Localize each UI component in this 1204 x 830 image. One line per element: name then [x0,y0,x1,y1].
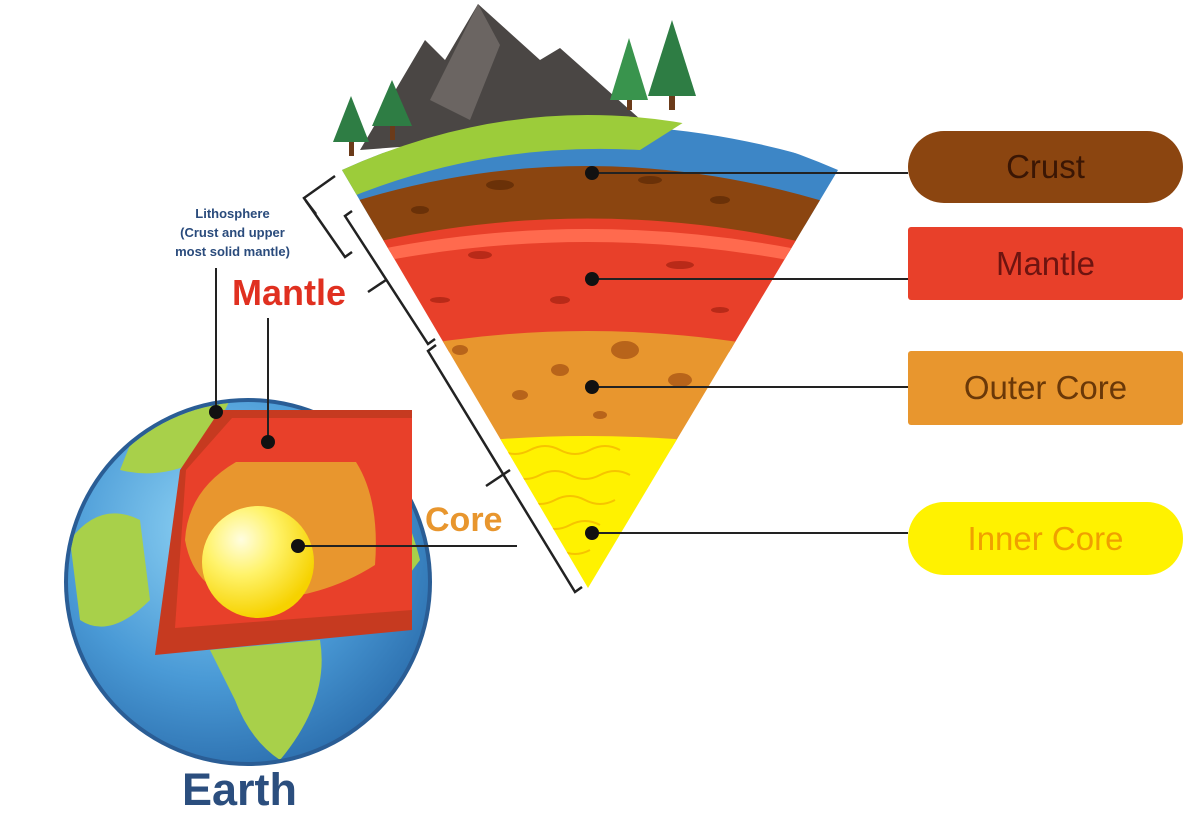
outer-core-label: Outer Core [908,351,1183,425]
leader-lines [592,172,908,534]
continent [70,513,150,627]
globe-leader-lines [215,268,517,547]
inner-core-label: Inner Core [908,502,1183,575]
earth-globe [64,268,517,766]
lithosphere-line-2: (Crust and upper [180,225,285,240]
tree-icon [648,20,696,110]
wedge-mantle-highlight [342,229,838,280]
outer-core-rocks [452,341,749,419]
mantle-label: Mantle [908,227,1183,300]
mantle-side-label: Mantle [232,272,347,313]
lithosphere-line-3: most solid mantle) [175,244,290,259]
mantle-rocks [430,251,729,313]
wedge-land-band [342,115,700,220]
globe-cutaway-inner-core [202,506,314,618]
earth-title: Earth [182,764,298,815]
continent [210,640,322,760]
leader-dots [585,166,599,540]
lithosphere-bracket [302,174,353,259]
mountain [360,4,650,150]
crust-label: Crust [908,131,1183,203]
core-side-label: Core [425,501,503,539]
lithosphere-line-1: Lithosphere [195,206,270,221]
mountain-shade [430,4,500,120]
mantle-bracket [343,209,436,346]
core-bracket [426,344,583,594]
tree-icon [610,38,648,110]
tree-icon [333,96,369,156]
globe-leader-dots [209,405,305,553]
crust-rocks [411,176,730,214]
lithosphere-annotation: Lithosphere (Crust and upper most solid … [150,204,315,261]
brackets [302,174,583,594]
tree-icon [372,80,412,140]
